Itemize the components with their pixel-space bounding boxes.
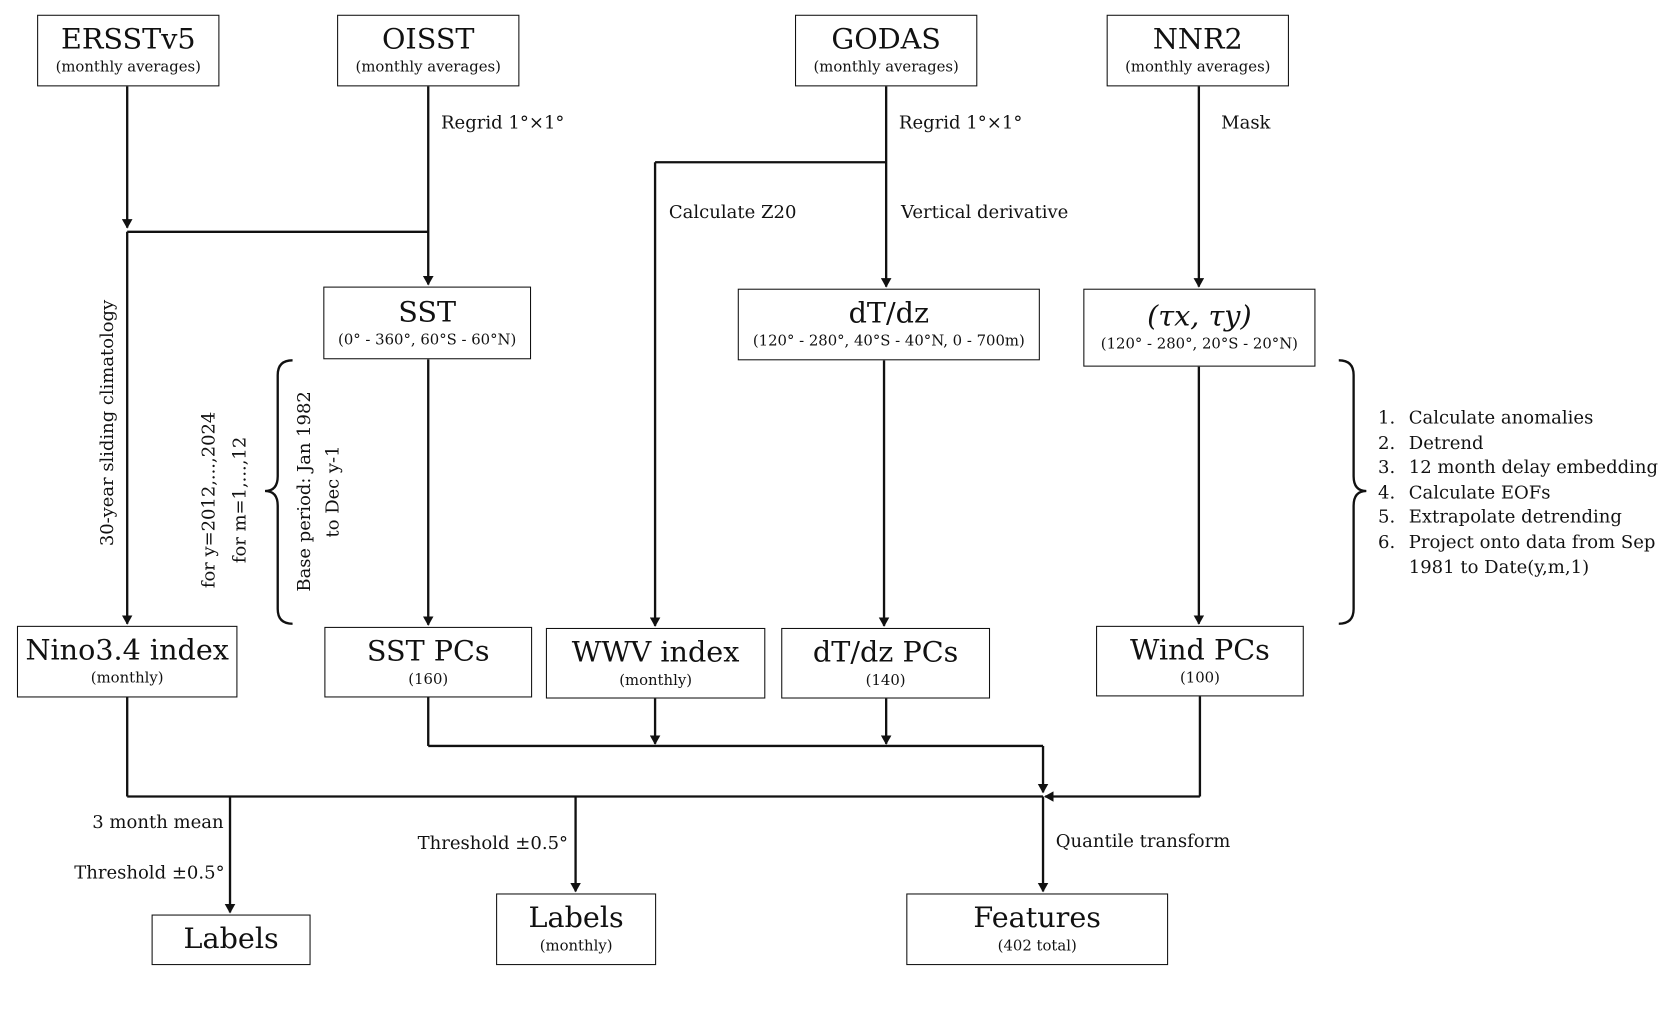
label-three-month-mean: 3 month mean bbox=[92, 812, 224, 834]
source-subtitle: (monthly averages) bbox=[1125, 59, 1271, 76]
source-ersstv5: ERSSTv5 (monthly averages) bbox=[37, 14, 220, 87]
label-base-period: Base period: Jan 1982 bbox=[294, 391, 316, 592]
processing-steps: 1.Calculate anomalies 2.Detrend 3.12 mon… bbox=[1367, 407, 1658, 581]
source-title: NNR2 bbox=[1152, 23, 1243, 56]
output-title: Labels bbox=[528, 901, 624, 935]
mid-title: WWV index bbox=[571, 635, 740, 669]
output-labels-monthly: Labels (monthly) bbox=[496, 893, 657, 966]
field-dtdz: dT/dz (120° - 280°, 40°S - 40°N, 0 - 700… bbox=[737, 288, 1040, 361]
source-nnr2: NNR2 (monthly averages) bbox=[1106, 14, 1289, 87]
connector-lines bbox=[121, 86, 1367, 914]
step-item: 5.Extrapolate detrending bbox=[1377, 507, 1622, 529]
mid-subtitle: (160) bbox=[408, 670, 449, 688]
source-godas: GODAS (monthly averages) bbox=[794, 14, 978, 87]
label-loop-months: for m=1,...,12 bbox=[229, 436, 251, 564]
source-oisst: OISST (monthly averages) bbox=[337, 14, 520, 87]
label-regrid-oisst: Regrid 1°×1° bbox=[440, 112, 565, 134]
label-vertical-derivative: Vertical derivative bbox=[900, 202, 1069, 224]
output-subtitle: (402 total) bbox=[997, 937, 1077, 955]
label-base-period-end: to Dec y-1 bbox=[322, 445, 344, 538]
mid-wind-pcs: Wind PCs (100) bbox=[1096, 625, 1304, 697]
output-title: Labels bbox=[183, 922, 279, 956]
brace-right bbox=[1338, 359, 1367, 625]
label-calc-z20: Calculate Z20 bbox=[668, 202, 797, 224]
mid-nino34: Nino3.4 index (monthly) bbox=[16, 625, 238, 698]
output-labels: Labels bbox=[151, 914, 311, 966]
mid-title: Nino3.4 index bbox=[25, 634, 229, 667]
mid-subtitle: (140) bbox=[865, 671, 906, 689]
mid-title: SST PCs bbox=[366, 634, 490, 668]
step-item: 3.12 month delay embedding bbox=[1377, 457, 1659, 479]
step-item: 4.Calculate EOFs bbox=[1377, 482, 1551, 504]
mid-dtdz-pcs: dT/dz PCs (140) bbox=[781, 627, 991, 699]
mid-wwv: WWV index (monthly) bbox=[545, 627, 766, 699]
field-subtitle: (120° - 280°, 40°S - 40°N, 0 - 700m) bbox=[752, 332, 1025, 350]
brace-left bbox=[264, 359, 293, 625]
label-quantile: Quantile transform bbox=[1055, 831, 1231, 853]
field-sst: SST (0° - 360°, 60°S - 60°N) bbox=[323, 286, 532, 360]
step-item: 6.Project onto data from Sep bbox=[1377, 532, 1656, 554]
mid-title: dT/dz PCs bbox=[812, 635, 959, 669]
source-title: GODAS bbox=[831, 23, 941, 56]
mid-sst-pcs: SST PCs (160) bbox=[324, 626, 533, 698]
field-title: SST bbox=[398, 295, 457, 329]
source-subtitle: (monthly averages) bbox=[55, 59, 201, 76]
step-item: 2.Detrend bbox=[1377, 432, 1484, 454]
field-wind-stress: (τx, τy) (120° - 280°, 20°S - 20°N) bbox=[1083, 288, 1316, 367]
source-title: OISST bbox=[381, 23, 475, 56]
mid-subtitle: (100) bbox=[1179, 669, 1220, 687]
field-title: dT/dz bbox=[848, 297, 930, 330]
step-item: 1981 to Date(y,m,1) bbox=[1408, 556, 1590, 578]
label-threshold-b: Threshold ±0.5° bbox=[417, 833, 569, 855]
step-item: 1.Calculate anomalies bbox=[1377, 407, 1594, 429]
field-subtitle: (0° - 360°, 60°S - 60°N) bbox=[338, 331, 517, 349]
source-title: ERSSTv5 bbox=[60, 23, 196, 56]
field-subtitle: (120° - 280°, 20°S - 20°N) bbox=[1100, 336, 1298, 353]
output-title: Features bbox=[973, 901, 1101, 935]
label-mask: Mask bbox=[1221, 112, 1271, 134]
mid-subtitle: (monthly) bbox=[619, 671, 693, 689]
mid-title: Wind PCs bbox=[1130, 633, 1270, 667]
source-subtitle: (monthly averages) bbox=[355, 59, 501, 76]
source-subtitle: (monthly averages) bbox=[813, 59, 959, 76]
field-title: (τx, τy) bbox=[1147, 300, 1252, 333]
label-loop-years: for y=2012,...,2024 bbox=[198, 411, 220, 589]
mid-subtitle: (monthly) bbox=[90, 670, 164, 687]
label-regrid-godas: Regrid 1°×1° bbox=[898, 112, 1023, 134]
label-threshold-a: Threshold ±0.5° bbox=[74, 862, 225, 884]
label-sliding-climatology: 30-year sliding climatology bbox=[96, 299, 119, 547]
output-features: Features (402 total) bbox=[906, 893, 1169, 966]
output-subtitle: (monthly) bbox=[539, 937, 613, 955]
